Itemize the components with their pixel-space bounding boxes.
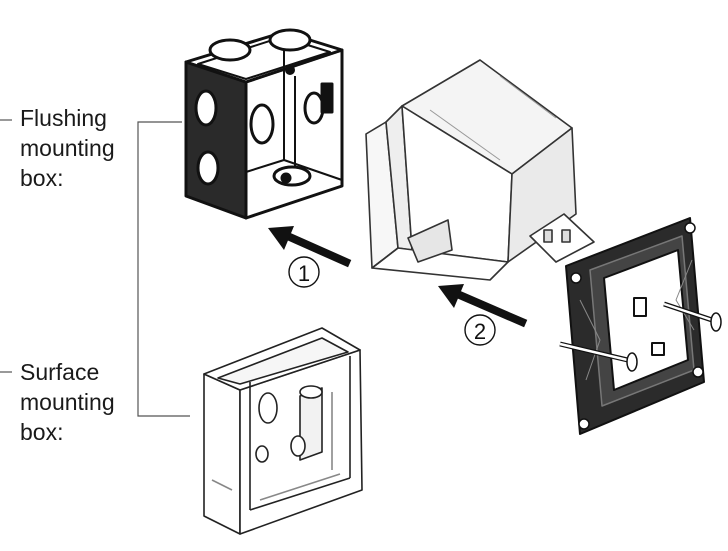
step-number-1: 1 — [298, 261, 310, 286]
step-number-2: 2 — [474, 319, 486, 344]
leader-lines — [0, 119, 190, 417]
cover-illustration — [365, 59, 595, 281]
surface-label-line-1: Surface — [20, 359, 100, 385]
flushing-label-line-1: Flushing — [20, 105, 107, 131]
surface-box-illustration — [203, 327, 363, 535]
arrow-1 — [268, 226, 352, 268]
flushing-label-line-2: mounting — [20, 135, 115, 161]
flushing-box-illustration — [184, 28, 344, 220]
socket-plate-illustration — [559, 217, 722, 435]
step-marker-2: 2 — [464, 314, 496, 346]
arrow-2 — [438, 284, 528, 328]
step-marker-1: 1 — [288, 256, 320, 288]
flushing-label-line-3: box: — [20, 165, 64, 191]
surface-label-line-2: mounting — [20, 389, 115, 415]
surface-label-line-3: box: — [20, 419, 64, 445]
